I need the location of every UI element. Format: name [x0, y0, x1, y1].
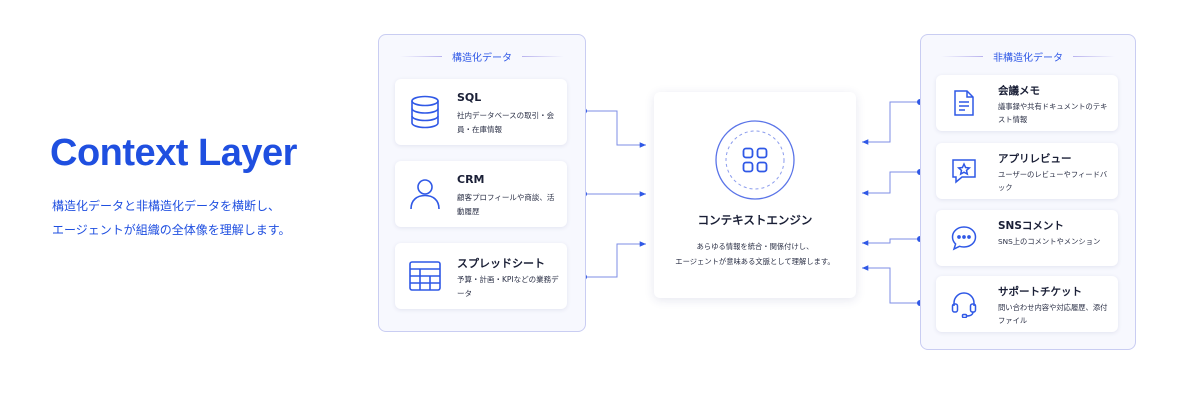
source-desc: SNS上のコメントやメンション [998, 237, 1101, 246]
panel-header: 構造化データ [379, 49, 585, 64]
source-title: スプレッドシート [457, 257, 545, 270]
user-icon [410, 179, 440, 210]
database-icon [411, 95, 439, 129]
grid-icon [715, 120, 795, 200]
source-desc: 社内データベースの取引・会員・在庫情報 [457, 111, 555, 134]
source-title: サポートチケット [998, 286, 1082, 298]
source-desc: 予算・計画・KPIなどの業務データ [457, 275, 559, 298]
structured-data-panel: 構造化データ SQL 社内データベースの取引・会員・在庫情報 CRM 顧客プロフ… [378, 34, 586, 332]
source-title: 会議メモ [998, 85, 1040, 97]
connector-review [862, 171, 920, 196]
panel-header: 非構造化データ [921, 49, 1135, 64]
engine-desc-line: エージェントが意味ある文脈として理解します。 [675, 257, 835, 266]
header-divider [400, 56, 442, 57]
spreadsheet-icon [409, 261, 441, 291]
source-title: CRM [457, 173, 485, 186]
chat-bubble-icon [951, 226, 977, 251]
connector-sns [862, 238, 920, 246]
header-divider [941, 56, 983, 57]
source-desc: 問い合わせ内容や対応履歴、添付ファイル [998, 303, 1108, 325]
headset-icon [951, 292, 977, 318]
engine-title: コンテキストエンジン [697, 213, 813, 227]
connector-ticket [862, 265, 920, 304]
source-title: アプリレビュー [998, 153, 1072, 165]
engine-desc-line: あらゆる情報を統合・関係付けし、 [696, 242, 814, 251]
subtitle-line: エージェントが組織の全体像を理解します。 [52, 223, 291, 237]
page-title: Context Layer [50, 132, 297, 174]
subtitle-line: 構造化データと非構造化データを横断し、 [52, 199, 281, 213]
engine-desc: あらゆる情報を統合・関係付けし、 エージェントが意味ある文脈として理解します。 [660, 239, 850, 269]
panel-header-label: 構造化データ [452, 53, 512, 64]
source-card-crm: CRM 顧客プロフィールや商談、活動履歴 [395, 161, 567, 227]
connector-meeting [862, 101, 920, 145]
source-card-app-review: アプリレビュー ユーザーのレビューやフィードバック [936, 143, 1118, 199]
header-divider [1073, 56, 1115, 57]
connector-spreadsheet [585, 241, 646, 278]
source-desc: 議事録や共有ドキュメントのテキスト情報 [998, 102, 1108, 124]
connector-sql [585, 110, 646, 148]
panel-header-label: 非構造化データ [993, 53, 1063, 64]
source-card-sql: SQL 社内データベースの取引・会員・在庫情報 [395, 79, 567, 145]
source-card-sns-comment: SNSコメント SNS上のコメントやメンション [936, 210, 1118, 266]
document-icon [954, 90, 974, 116]
context-engine-card: コンテキストエンジン あらゆる情報を統合・関係付けし、 エージェントが意味ある文… [654, 92, 856, 298]
page-subtitle: 構造化データと非構造化データを横断し、 エージェントが組織の全体像を理解します。 [52, 194, 352, 242]
unstructured-data-panel: 非構造化データ 会議メモ 議事録や共有ドキュメントのテキスト情報 アプリレビュー… [920, 34, 1136, 350]
source-card-meeting-notes: 会議メモ 議事録や共有ドキュメントのテキスト情報 [936, 75, 1118, 131]
header-divider [522, 56, 564, 57]
source-desc: ユーザーのレビューやフィードバック [998, 170, 1108, 192]
star-comment-icon [952, 159, 976, 184]
source-card-support-ticket: サポートチケット 問い合わせ内容や対応履歴、添付ファイル [936, 276, 1118, 332]
source-card-spreadsheet: スプレッドシート 予算・計画・KPIなどの業務データ [395, 243, 567, 309]
source-title: SQL [457, 91, 482, 104]
source-desc: 顧客プロフィールや商談、活動履歴 [457, 193, 555, 216]
source-title: SNSコメント [998, 220, 1064, 232]
